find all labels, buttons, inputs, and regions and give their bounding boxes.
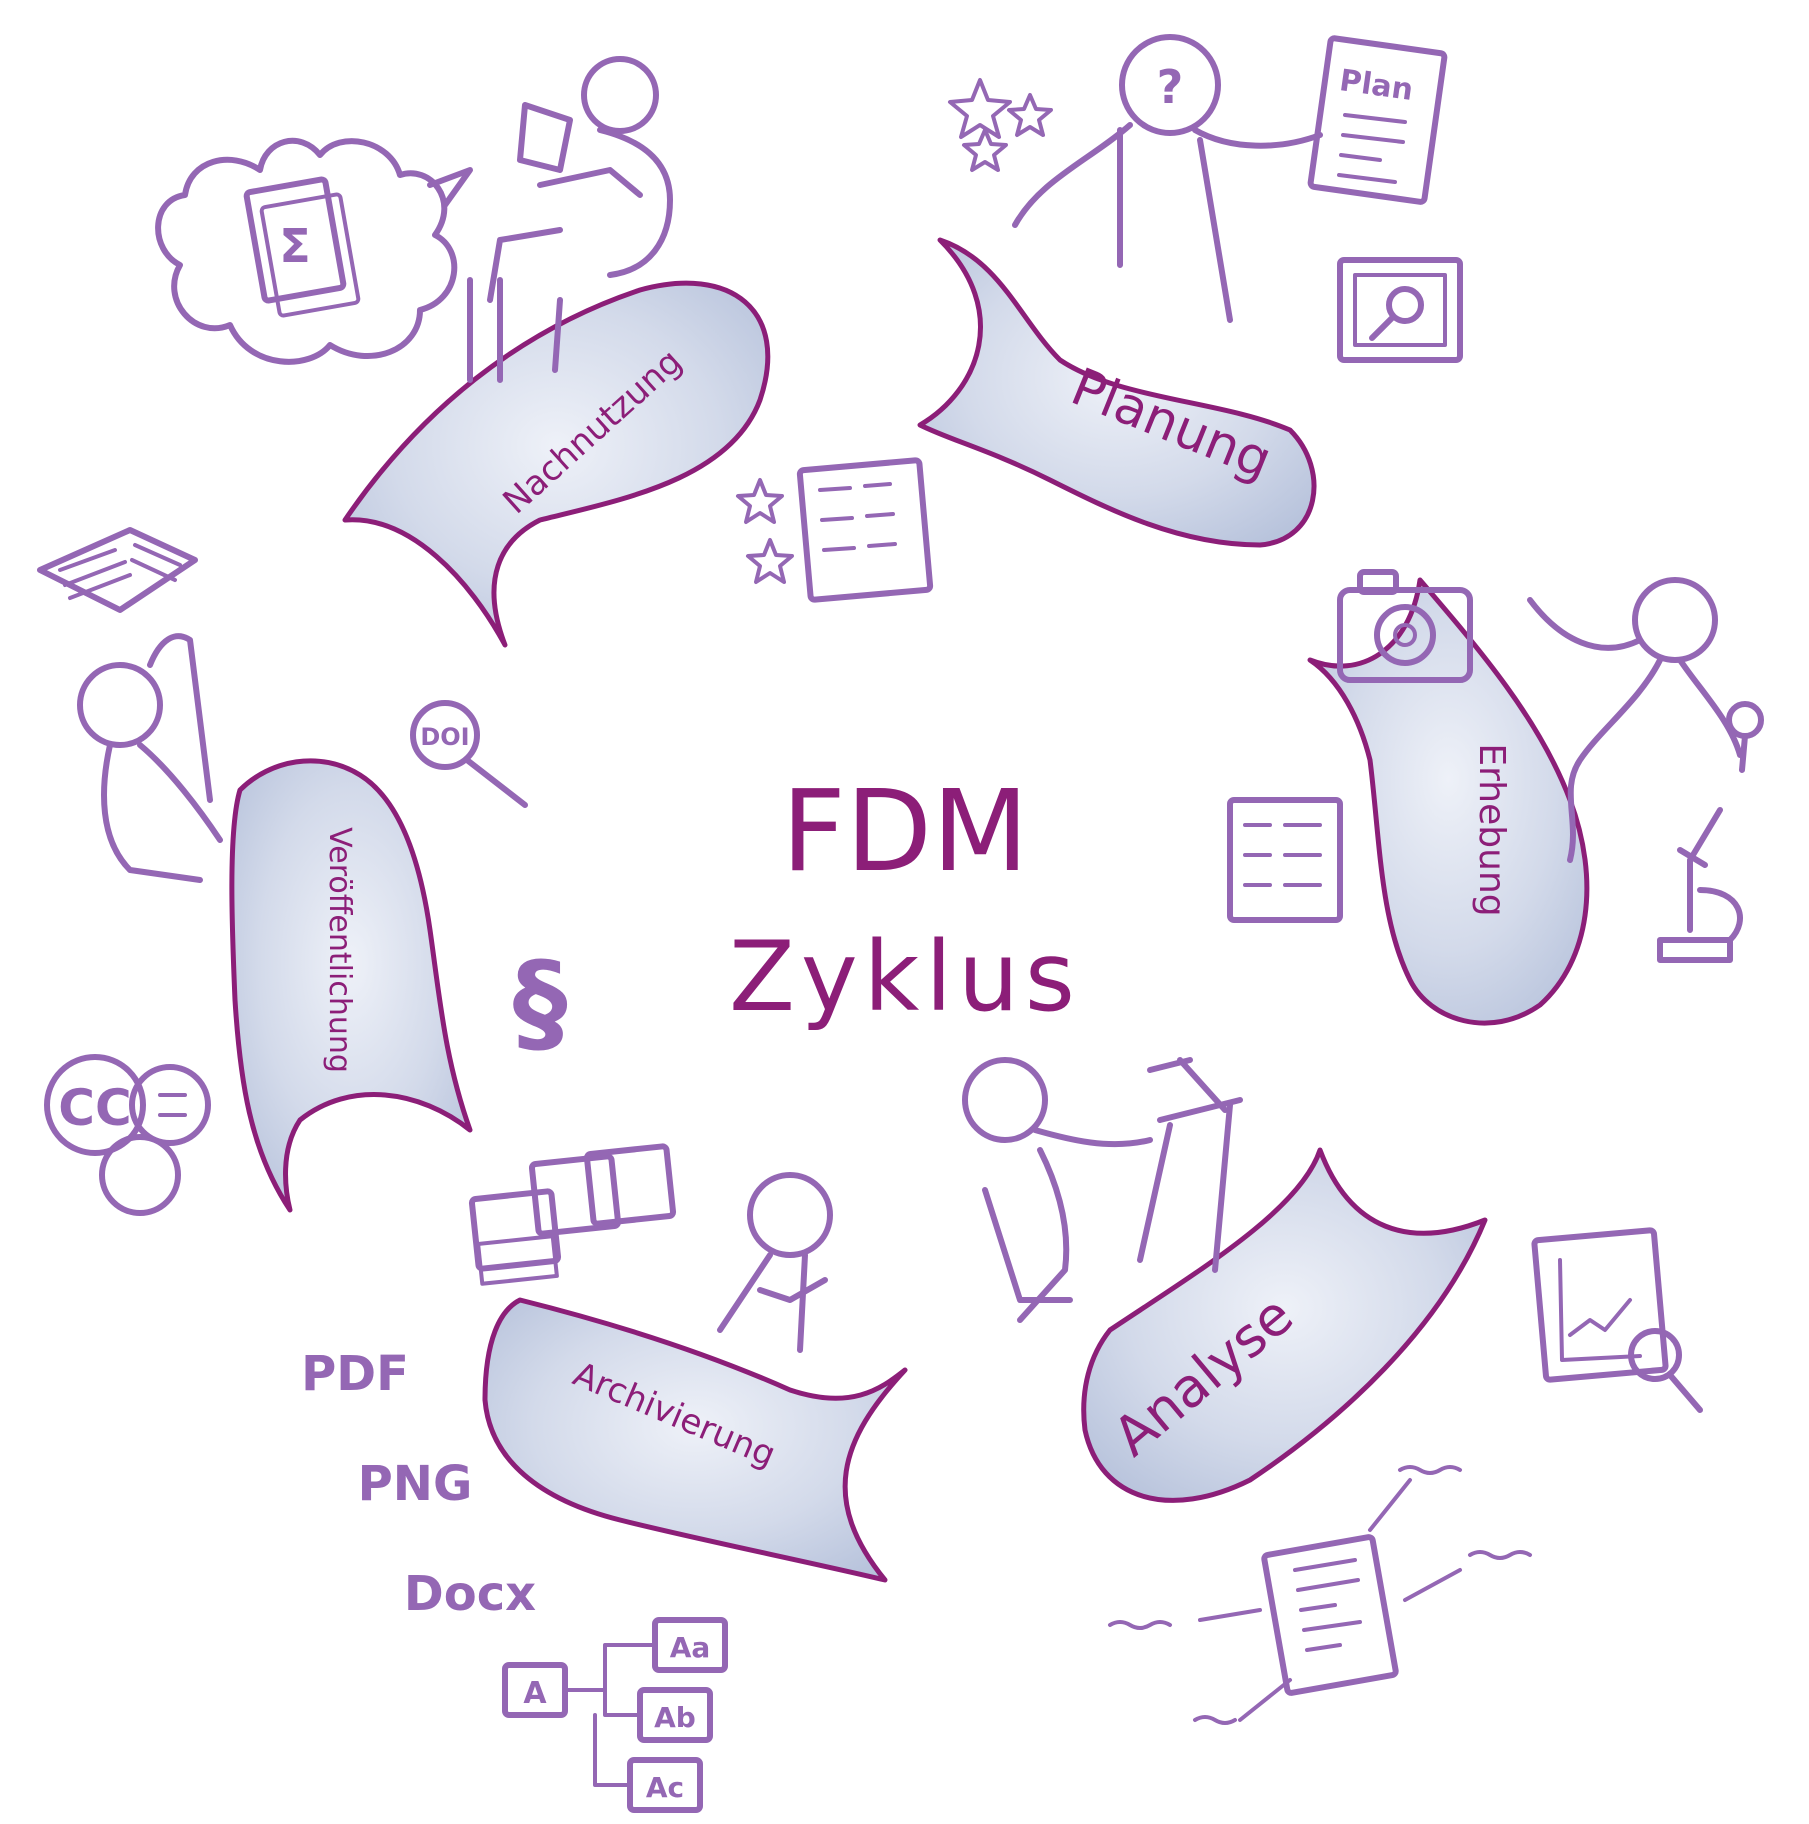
sum-icon: Σ <box>279 219 310 273</box>
file-formats-list: PDF PNG Docx <box>301 1346 536 1622</box>
format-png: PNG <box>358 1456 473 1512</box>
plan-sheet-icon: Plan <box>1307 35 1448 205</box>
stage-veroeffentlichung: Veröffentlichung <box>229 758 473 1213</box>
archive-boxes-icon <box>468 1143 677 1286</box>
person-at-desk-figure <box>962 1057 1243 1323</box>
stage-erhebung: Erhebung <box>1307 577 1590 1026</box>
folder-ac-label: Ac <box>646 1771 684 1804</box>
person-planning-figure: ? <box>1012 34 1323 323</box>
label-erhebung: Erhebung <box>1471 743 1512 916</box>
banner-analyse <box>1081 1147 1488 1503</box>
paragraph-symbol: § <box>513 938 568 1066</box>
creative-commons-icon: CC <box>44 1054 211 1216</box>
people-stars-icon <box>948 78 1053 172</box>
open-book-icon <box>37 527 198 613</box>
format-docx: Docx <box>404 1566 536 1622</box>
question-icon: ? <box>1157 60 1184 114</box>
chart-magnifier-icon <box>1531 1227 1703 1413</box>
person-examining-figure <box>1527 577 1764 863</box>
cc-label: CC <box>58 1079 131 1137</box>
camera-icon <box>1337 569 1473 683</box>
format-pdf: PDF <box>301 1346 409 1402</box>
folder-tree-icon: A Aa Ab Ac <box>502 1617 728 1813</box>
paragraph-icon: § <box>513 938 568 1066</box>
form-checklist-icon <box>1227 797 1343 923</box>
banner-erhebung <box>1307 577 1590 1026</box>
person-archiving-figure <box>717 1172 833 1353</box>
doi-search-icon: DOI <box>410 700 528 808</box>
monitor-search-icon <box>1337 257 1463 363</box>
stage-analyse: Analyse <box>1081 1147 1488 1503</box>
banner-archivierung <box>482 1297 908 1583</box>
banner-nachnutzung <box>342 280 771 648</box>
doi-label: DOI <box>420 723 469 751</box>
stage-archivierung: Archivierung <box>482 1297 908 1583</box>
title-zyklus: Zyklus <box>729 921 1081 1033</box>
banner-veroeffentlichung <box>229 758 473 1213</box>
title-fdm: FDM <box>781 767 1028 897</box>
stage-nachnutzung: Nachnutzung <box>342 280 771 648</box>
plan-label: Plan <box>1337 63 1415 108</box>
clipboard-checklist-icon <box>736 457 934 603</box>
folder-ab-label: Ab <box>654 1701 696 1734</box>
microscope-icon <box>1657 807 1743 963</box>
thought-cloud-icon: Σ <box>155 137 473 365</box>
stage-planung: Planung <box>917 237 1317 548</box>
folder-a-label: A <box>523 1676 547 1711</box>
label-veroeffentlichung: Veröffentlichung <box>322 827 357 1073</box>
linked-document-icon <box>1108 1465 1532 1725</box>
folder-aa-label: Aa <box>670 1631 711 1664</box>
person-presenting-figure <box>77 633 223 883</box>
person-reading-figure <box>467 56 673 383</box>
center-title: FDM Zyklus <box>729 767 1081 1033</box>
banner-planung <box>917 237 1317 548</box>
